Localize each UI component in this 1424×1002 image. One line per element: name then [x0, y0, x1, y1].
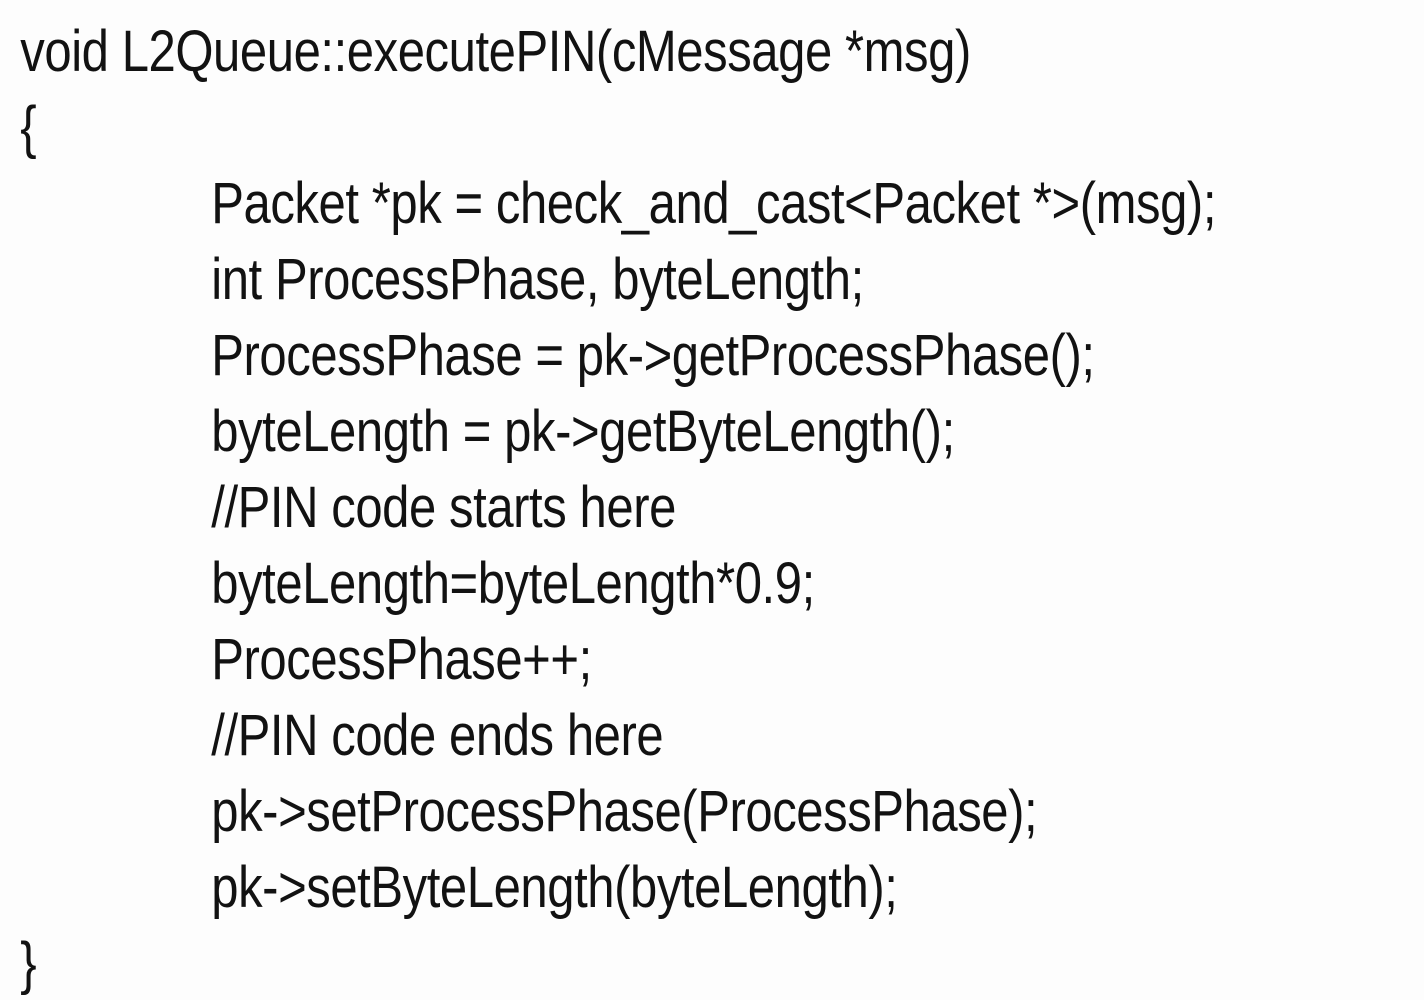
code-line: pk->setProcessPhase(ProcessPhase); — [211, 779, 1038, 844]
code-line: { — [20, 95, 37, 160]
code-line: Packet *pk = check_and_cast<Packet *>(ms… — [211, 171, 1217, 236]
code-line: byteLength=byteLength*0.9; — [211, 551, 815, 616]
code-line: ProcessPhase++; — [211, 627, 592, 692]
code-line: ProcessPhase = pk->getProcessPhase(); — [211, 323, 1095, 388]
code-line: pk->setByteLength(byteLength); — [211, 855, 898, 920]
code-line: } — [20, 931, 37, 996]
code-line: //PIN code ends here — [211, 703, 664, 768]
code-line: int ProcessPhase, byteLength; — [211, 247, 864, 312]
code-block: void L2Queue::executePIN(cMessage *msg){… — [0, 14, 1424, 1002]
code-line: //PIN code starts here — [211, 475, 676, 540]
code-line: byteLength = pk->getByteLength(); — [211, 399, 955, 464]
code-line: void L2Queue::executePIN(cMessage *msg) — [20, 19, 971, 84]
